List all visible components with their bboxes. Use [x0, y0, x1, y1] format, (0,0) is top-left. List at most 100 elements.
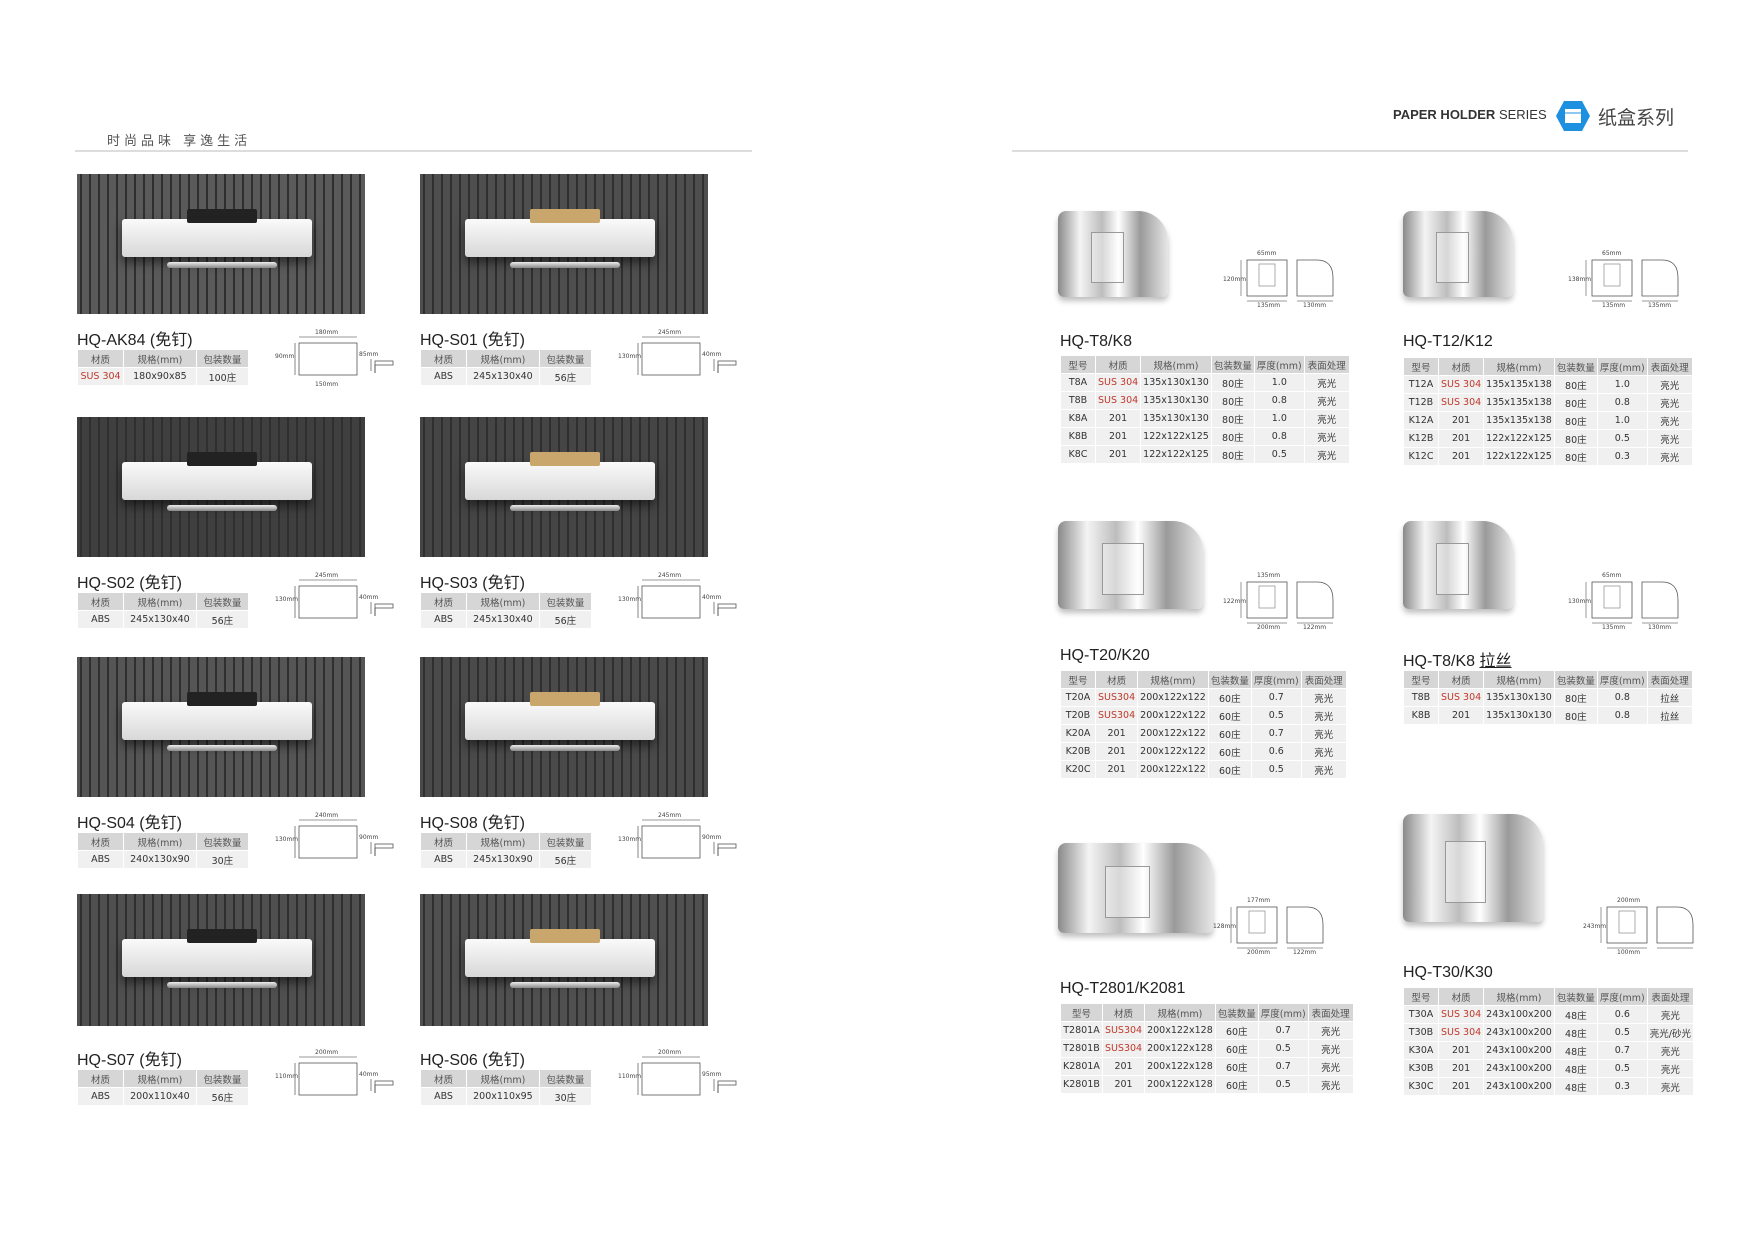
- dimension-label: 135mm: [1648, 302, 1672, 309]
- column-header: 规格(mm): [1141, 356, 1211, 373]
- dimension-label: 200mm: [1247, 949, 1271, 956]
- column-header: 厚度(mm): [1597, 988, 1647, 1005]
- dimension-label: 200mm: [1617, 897, 1641, 904]
- table-cell: T30A: [1404, 1006, 1438, 1023]
- column-header: 包装数量: [539, 1070, 591, 1087]
- table-cell: 200x122x122: [1138, 707, 1208, 724]
- column-header: 规格(mm): [1484, 358, 1554, 375]
- table-cell: SUS304: [1102, 1040, 1145, 1057]
- divider: [1012, 150, 1688, 152]
- product-name: HQ-T8/K8: [1060, 333, 1133, 350]
- table-cell: 201: [1439, 448, 1484, 465]
- column-header: 厚度(mm): [1258, 1004, 1308, 1021]
- table-cell: 135x135x138: [1484, 376, 1554, 393]
- dimension-label: 150mm: [315, 381, 339, 388]
- table-cell: 0.8: [1597, 394, 1647, 411]
- column-header: 包装数量: [196, 833, 248, 850]
- table-cell: K20C: [1061, 761, 1095, 778]
- table-cell: K8B: [1061, 428, 1095, 445]
- table-cell: 201: [1096, 725, 1138, 742]
- table-cell: 80庄: [1554, 430, 1597, 447]
- table-cell: 0.5: [1251, 761, 1301, 778]
- table-cell: SUS 304: [1439, 689, 1484, 706]
- table-cell: T20B: [1061, 707, 1095, 724]
- column-header: 材质: [78, 350, 124, 367]
- column-header: 包装数量: [539, 350, 591, 367]
- table-cell: 243x100x200: [1484, 1006, 1554, 1023]
- product-title: HQ-S04 (免钉): [77, 815, 182, 832]
- table-cell: T20A: [1061, 689, 1095, 706]
- table-cell: 60庄: [1215, 1040, 1258, 1057]
- table-cell: 60庄: [1208, 725, 1251, 742]
- dimension-label: 135mm: [1602, 302, 1626, 309]
- table-cell: 201: [1096, 446, 1141, 463]
- table-cell: 1.0: [1254, 410, 1304, 427]
- table-cell: 亮光: [1304, 428, 1349, 445]
- table-cell: 亮光: [1304, 446, 1349, 463]
- table-cell: 0.5: [1597, 1060, 1647, 1077]
- dimension-label: 130mm: [618, 596, 642, 603]
- table-cell: ABS: [421, 851, 467, 868]
- column-header: 包装数量: [1208, 671, 1251, 688]
- product-title: HQ-T2801/K2081: [1060, 980, 1185, 998]
- column-header: 包装数量: [196, 1070, 248, 1087]
- column-header: 规格(mm): [124, 350, 196, 367]
- product-photo: [77, 657, 365, 797]
- dimension-label: 200mm: [658, 1049, 682, 1056]
- table-cell: 拉丝: [1647, 689, 1692, 706]
- table-cell: 243x100x200: [1484, 1078, 1554, 1095]
- table-cell: 48庄: [1554, 1078, 1597, 1095]
- product-photo: [420, 894, 708, 1026]
- column-header: 包装数量: [1554, 358, 1597, 375]
- column-header: 包装数量: [196, 350, 248, 367]
- dimension-label: 122mm: [1303, 624, 1327, 631]
- dimension-label: 90mm: [702, 834, 722, 841]
- table-cell: 0.5: [1597, 1024, 1647, 1041]
- table-cell: K12B: [1404, 430, 1438, 447]
- table-cell: 0.3: [1597, 448, 1647, 465]
- table-cell: 200x122x128: [1145, 1076, 1215, 1093]
- dimension-label: 200mm: [315, 1049, 339, 1056]
- product-photo: [420, 417, 708, 557]
- table-cell: 亮光: [1647, 1078, 1693, 1095]
- table-cell: 80庄: [1554, 448, 1597, 465]
- dimension-label: 128mm: [1213, 923, 1237, 930]
- table-cell: 135x135x138: [1484, 412, 1554, 429]
- dimension-label: 90mm: [359, 834, 379, 841]
- table-cell: 亮光: [1301, 707, 1346, 724]
- column-header: 材质: [1439, 671, 1484, 688]
- table-cell: 0.7: [1258, 1022, 1308, 1039]
- table-cell: K20A: [1061, 725, 1095, 742]
- dimension-label: 135mm: [1602, 624, 1626, 631]
- table-cell: T8B: [1061, 392, 1095, 409]
- column-header: 材质: [78, 833, 124, 850]
- table-cell: K30C: [1404, 1078, 1438, 1095]
- table-cell: 0.8: [1254, 428, 1304, 445]
- column-header: 表面处理: [1647, 358, 1692, 375]
- dimension-label: 65mm: [1602, 572, 1622, 579]
- product-photo: [1058, 200, 1168, 308]
- table-cell: 亮光: [1647, 1042, 1693, 1059]
- table-cell: 180x90x85: [124, 368, 196, 385]
- dimension-label: 110mm: [618, 1073, 642, 1080]
- table-cell: 亮光: [1308, 1076, 1353, 1093]
- table-cell: SUS304: [1102, 1022, 1145, 1039]
- table-cell: T30B: [1404, 1024, 1438, 1041]
- product-title: HQ-T8/K8: [1060, 333, 1132, 351]
- table-cell: SUS304: [1096, 707, 1138, 724]
- product-title: HQ-T12/K12: [1403, 333, 1493, 351]
- dimension-label: 65mm: [1602, 250, 1622, 257]
- product-photo: [1058, 510, 1203, 620]
- table-cell: K30B: [1404, 1060, 1438, 1077]
- column-header: 材质: [78, 1070, 124, 1087]
